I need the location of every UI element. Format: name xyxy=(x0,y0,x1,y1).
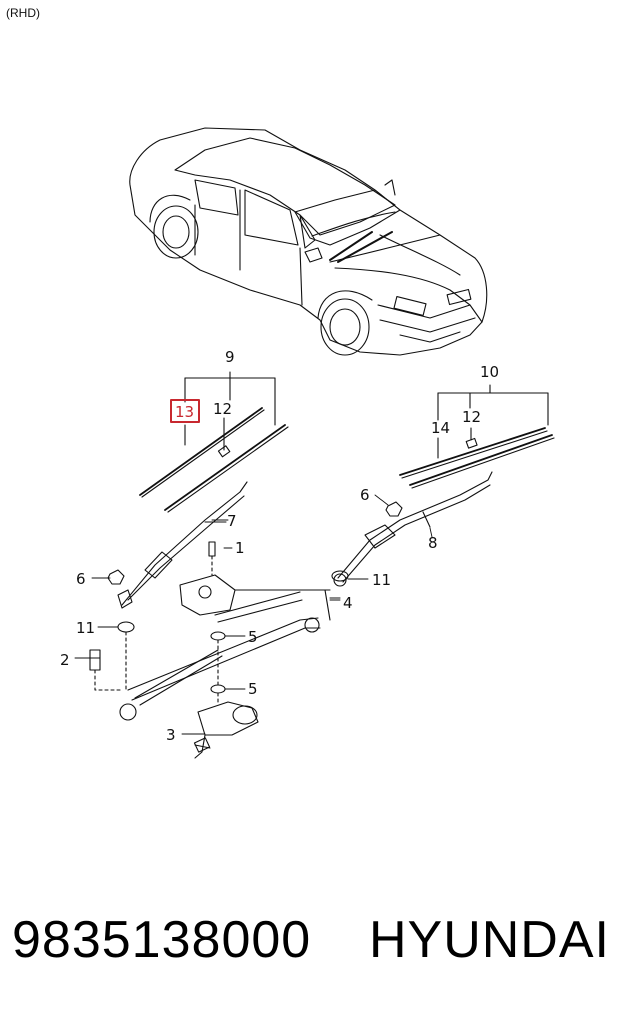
right-wiper-arm xyxy=(337,471,493,583)
callout-9: 9 xyxy=(225,348,235,366)
callout-6-right: 6 xyxy=(360,486,370,504)
callout-2: 2 xyxy=(60,651,70,669)
rhd-note: (RHD) xyxy=(6,6,40,20)
left-wiper-arm xyxy=(117,481,248,609)
callout-5-lower: 5 xyxy=(248,680,258,698)
brand-name: HYUNDAI xyxy=(368,911,610,969)
callout-3: 3 xyxy=(166,726,176,744)
callout-4: 4 xyxy=(343,594,353,612)
callout-12-right: 12 xyxy=(462,408,481,426)
wiper-linkage xyxy=(119,573,347,721)
leader-lines xyxy=(74,494,433,735)
callout-8: 8 xyxy=(428,534,438,552)
right-wiper-blade-group xyxy=(399,384,555,489)
callout-14: 14 xyxy=(431,419,450,437)
callout-13: 13 xyxy=(175,403,194,421)
callout-10: 10 xyxy=(480,363,499,381)
callout-11-right: 11 xyxy=(372,571,391,589)
callout-12-left: 12 xyxy=(213,400,232,418)
wiper-motor xyxy=(193,701,259,759)
fasteners xyxy=(89,501,403,706)
callout-5-upper: 5 xyxy=(248,628,258,646)
callout-1: 1 xyxy=(235,539,245,557)
left-wiper-blade-group xyxy=(139,371,289,513)
highlight-box-13 xyxy=(170,399,200,423)
callout-11-left: 11 xyxy=(76,619,95,637)
car-illustration xyxy=(129,127,488,356)
callout-7: 7 xyxy=(227,512,237,530)
footer-caption: 9835138000 HYUNDAI xyxy=(12,905,610,975)
callout-6-left: 6 xyxy=(76,570,86,588)
part-number: 9835138000 xyxy=(12,911,312,969)
callout-labels: 9 13 12 10 12 14 6 7 8 1 6 11 4 11 5 2 5… xyxy=(60,348,499,744)
parts-diagram: 9 13 12 10 12 14 6 7 8 1 6 11 4 11 5 2 5… xyxy=(60,127,555,759)
